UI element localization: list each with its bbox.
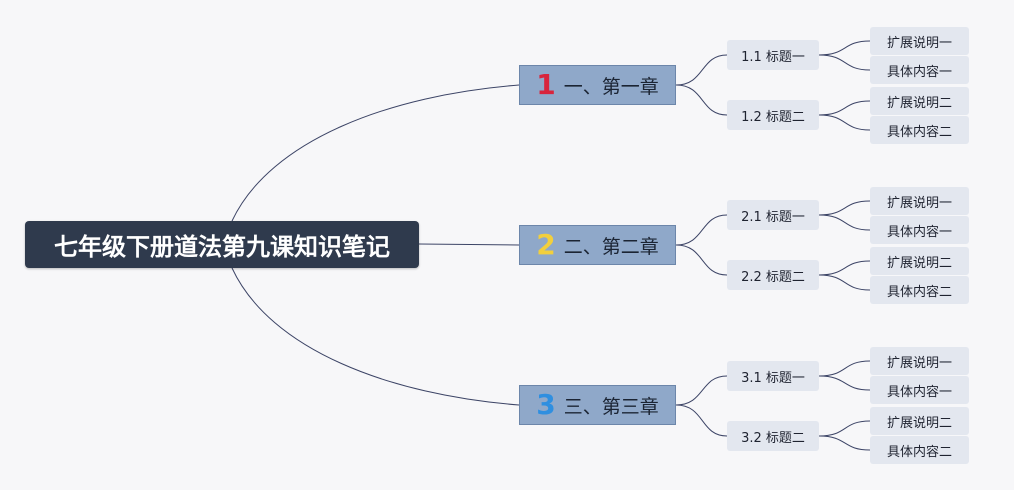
section-2-2[interactable]: 2.2 标题二 (727, 260, 819, 290)
chapter-1-node[interactable]: 1 一、第一章 (519, 65, 676, 105)
line-chapter-3-section-1 (675, 375, 728, 406)
leaf-2-1-b[interactable]: 具体内容一 (870, 216, 969, 244)
chapter-number-1: 1 (536, 68, 556, 101)
line-chapter-1-section-1 (675, 54, 728, 86)
chapter-number-2: 2 (536, 228, 556, 261)
section-1-1[interactable]: 1.1 标题一 (727, 40, 819, 70)
leaf-1-1-a[interactable]: 扩展说明一 (870, 27, 969, 55)
line-section-1-2-leaf-1 (818, 100, 871, 116)
leaf-1-2-a[interactable]: 扩展说明二 (870, 87, 969, 115)
line-section-2-2-leaf-2 (818, 274, 871, 291)
root-topic[interactable]: 七年级下册道法第九课知识笔记 (25, 221, 419, 268)
leaf-3-1-a[interactable]: 扩展说明一 (870, 347, 969, 375)
section-2-1[interactable]: 2.1 标题一 (727, 200, 819, 230)
chapter-2-node[interactable]: 2 二、第二章 (519, 225, 676, 265)
section-1-2[interactable]: 1.2 标题二 (727, 100, 819, 130)
line-section-3-1-leaf-1 (818, 360, 871, 377)
leaf-1-1-b[interactable]: 具体内容一 (870, 56, 969, 84)
leaf-1-2-b[interactable]: 具体内容二 (870, 116, 969, 144)
line-chapter-2-section-1 (675, 214, 728, 246)
line-section-2-1-leaf-1 (818, 200, 871, 216)
section-3-2[interactable]: 3.2 标题二 (727, 421, 819, 451)
line-chapter-1-section-2 (675, 84, 728, 116)
line-root-chapter-1 (231, 84, 520, 222)
chapter-2-label: 二、第二章 (563, 235, 659, 258)
chapter-1-label: 一、第一章 (563, 75, 659, 98)
leaf-2-1-a[interactable]: 扩展说明一 (870, 187, 969, 215)
leaf-3-2-b[interactable]: 具体内容二 (870, 436, 969, 464)
leaf-3-2-a[interactable]: 扩展说明二 (870, 407, 969, 435)
leaf-2-2-b[interactable]: 具体内容二 (870, 276, 969, 304)
line-section-1-2-leaf-2 (818, 114, 871, 131)
line-root-chapter-2 (418, 243, 520, 246)
section-3-1[interactable]: 3.1 标题一 (727, 361, 819, 391)
line-section-3-2-leaf-2 (818, 435, 871, 451)
line-section-1-1-leaf-2 (818, 54, 871, 71)
chapter-number-3: 3 (536, 388, 556, 421)
line-section-2-2-leaf-1 (818, 260, 871, 276)
line-chapter-3-section-2 (675, 404, 728, 437)
leaf-2-2-a[interactable]: 扩展说明二 (870, 247, 969, 275)
line-root-chapter-3 (231, 267, 520, 406)
line-section-1-1-leaf-1 (818, 40, 871, 56)
chapter-3-node[interactable]: 3 三、第三章 (519, 385, 676, 425)
line-section-3-2-leaf-1 (818, 420, 871, 437)
chapter-3-label: 三、第三章 (563, 395, 659, 418)
line-section-3-1-leaf-2 (818, 375, 871, 391)
leaf-3-1-b[interactable]: 具体内容一 (870, 376, 969, 404)
line-chapter-2-section-2 (675, 244, 728, 276)
line-section-2-1-leaf-2 (818, 214, 871, 231)
